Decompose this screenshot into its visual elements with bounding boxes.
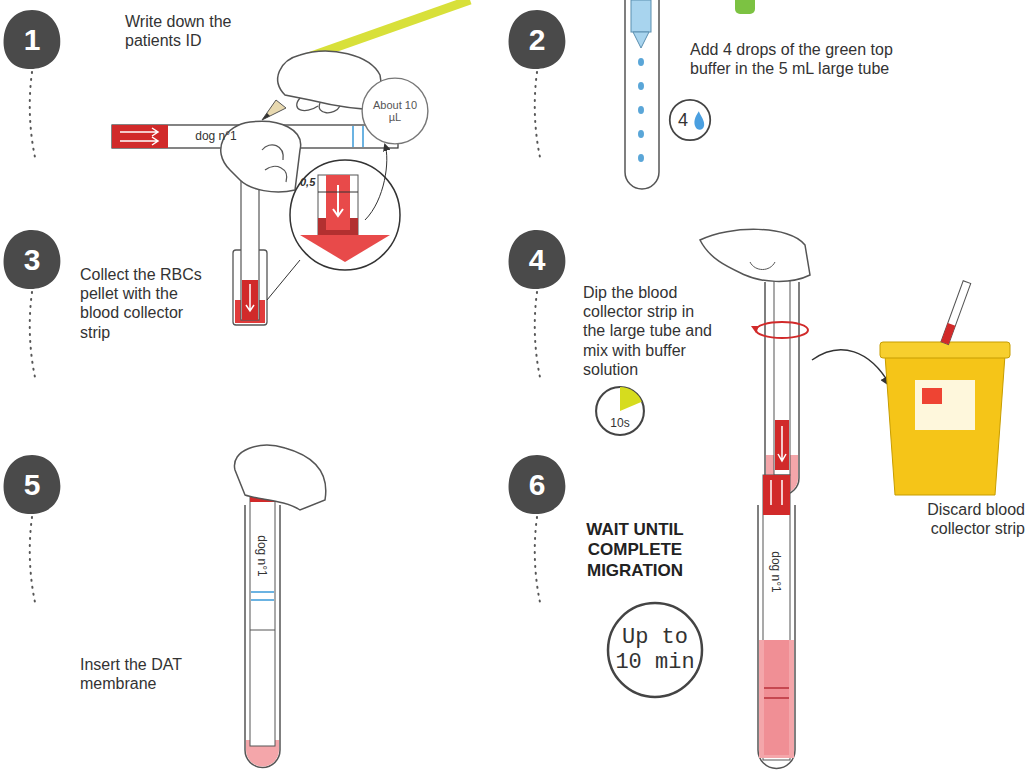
icon-text: Up to 10 min: [615, 625, 695, 676]
instruction-text: Collect the RBCs pellet with the blood c…: [80, 265, 210, 342]
step-badge: 5: [0, 453, 64, 517]
node-text-group: 3: [24, 243, 41, 277]
icon-text: About 10 µL: [370, 99, 420, 123]
dotted-guides: [30, 72, 541, 607]
instruction-text: Discard blood collector strip: [905, 500, 1025, 538]
node-text-group: About 10 µL: [370, 99, 420, 123]
node-text-group: Up to 10 min: [615, 625, 695, 676]
step-badge: 3: [0, 228, 64, 292]
tube-step6: [758, 475, 795, 769]
step-number: 5: [24, 468, 41, 502]
icon-circle: About 10 µL: [360, 76, 430, 146]
step-badge: 2: [505, 8, 569, 72]
icon-circle: 10s: [594, 385, 646, 437]
instruction-text: 0,5: [300, 176, 315, 189]
instruction-text: WAIT UNTIL COMPLETE MIGRATION: [580, 520, 690, 581]
icon-text: 10s: [610, 416, 629, 430]
icon-text: 4: [678, 110, 688, 131]
node-text-group: 5: [24, 468, 41, 502]
step-number: 1: [24, 23, 41, 57]
step-number: 2: [529, 23, 546, 57]
step-badge: 4: [505, 228, 569, 292]
instruction-text: Write down the patients ID: [125, 12, 285, 50]
node-text-group: 6: [529, 468, 546, 502]
strip-label: dog n°1: [255, 535, 269, 577]
strip-label: dog n°1: [769, 551, 783, 593]
tube-step2: [625, 0, 755, 189]
step-badge: 6: [505, 453, 569, 517]
node-text-group: 4: [529, 243, 546, 277]
step-badge: 1: [0, 8, 64, 72]
node-text-group: 2: [529, 23, 546, 57]
tube-step5: [234, 445, 325, 767]
node-text-group: 10s: [610, 416, 629, 430]
strip-label: dog n°1: [195, 129, 237, 143]
icon-circle: 4: [668, 98, 712, 142]
node-text-group: 4: [678, 110, 688, 131]
instruction-text: Add 4 drops of the green top buffer in t…: [690, 40, 910, 78]
collector-step3: [221, 121, 400, 325]
node-text-group: 1: [24, 23, 41, 57]
instruction-text: Insert the DAT membrane: [80, 655, 200, 693]
drop-shape: [668, 98, 712, 142]
icon-circle: Up to 10 min: [605, 600, 705, 700]
step-number: 4: [529, 243, 546, 277]
step-number: 3: [24, 243, 41, 277]
instruction-text: Dip the blood collector strip in the lar…: [583, 283, 718, 379]
tube-step4: [700, 229, 1010, 495]
step-number: 6: [529, 468, 546, 502]
